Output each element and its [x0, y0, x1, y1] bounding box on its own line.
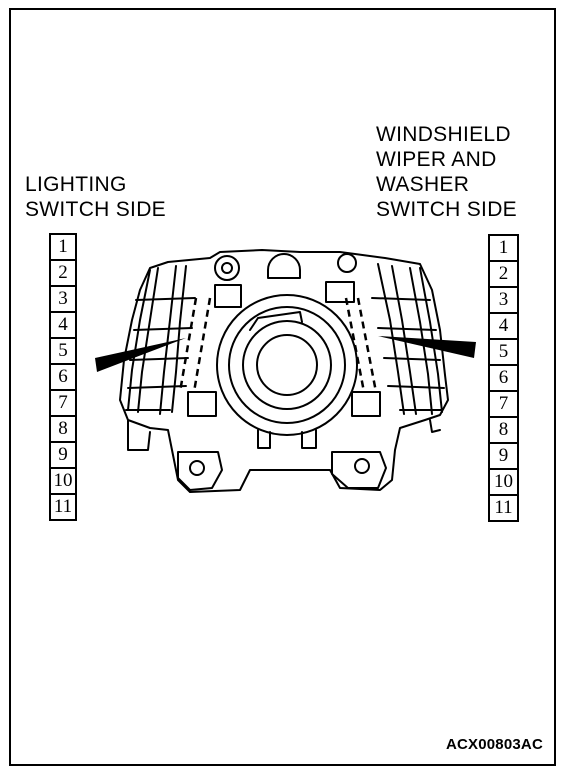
pin-number: 7: [51, 391, 75, 417]
label-line: WINDSHIELD: [376, 123, 511, 146]
pin-number: 11: [490, 496, 517, 522]
pin-number: 10: [490, 470, 517, 496]
lighting-switch-side-label: LIGHTING SWITCH SIDE: [25, 172, 166, 222]
pin-number: 2: [490, 262, 517, 288]
clock-spring-bottom-tabs: [257, 429, 317, 449]
label-line: SWITCH SIDE: [25, 198, 166, 221]
top-right-boss: [337, 253, 357, 273]
left-lever-frame: [127, 265, 187, 415]
bottom-right-screw: [354, 458, 370, 474]
right-connector-bottom-block: [351, 391, 381, 417]
left-terminal-row-b: [192, 297, 212, 393]
bottom-left-screw: [189, 460, 205, 476]
switch-housing-outline: [119, 249, 449, 493]
right-lever-ribs: [371, 297, 445, 411]
right-terminal-row-b: [356, 297, 378, 393]
pin-number: 8: [490, 418, 517, 444]
pin-number: 4: [51, 313, 75, 339]
clock-spring-outer-ring: [216, 294, 358, 436]
label-line: WASHER: [376, 173, 470, 196]
right-pointer-arrow: [378, 336, 476, 358]
figure-code: ACX00803AC: [445, 736, 543, 753]
pin-number: 1: [51, 235, 75, 261]
clock-spring-inner-ring: [242, 320, 332, 410]
pin-number: 9: [490, 444, 517, 470]
pin-number: 2: [51, 261, 75, 287]
figure-frame: [9, 8, 556, 766]
left-connector-top-block: [214, 284, 242, 308]
bottom-left-bracket: [177, 451, 223, 491]
clock-spring-middle-ring: [228, 306, 346, 424]
right-lever-frame: [377, 263, 443, 415]
pin-number: 3: [490, 288, 517, 314]
pin-number: 3: [51, 287, 75, 313]
clock-spring-tab: [249, 311, 303, 331]
pin-number: 9: [51, 443, 75, 469]
bottom-right-bracket: [331, 451, 387, 489]
right-connector-top-block: [325, 281, 355, 303]
label-line: LIGHTING: [25, 173, 127, 196]
pin-number: 10: [51, 469, 75, 495]
pin-number: 8: [51, 417, 75, 443]
label-line: WIPER AND: [376, 148, 497, 171]
pin-number: 11: [51, 495, 75, 521]
right-side-tab: [429, 419, 441, 433]
wiper-connector-pin-list: 1 2 3 4 5 6 7 8 9 10 11: [488, 234, 519, 522]
pin-number: 4: [490, 314, 517, 340]
steering-shaft-hole: [256, 334, 318, 396]
top-left-boss: [214, 255, 240, 281]
left-lever-ribs: [125, 297, 196, 411]
left-pointer-arrow: [95, 338, 186, 372]
lighting-connector-pin-list: 1 2 3 4 5 6 7 8 9 10 11: [49, 233, 77, 521]
right-terminal-row-a: [344, 297, 366, 393]
pin-number: 5: [51, 339, 75, 365]
left-side-tab: [127, 419, 151, 451]
top-center-boss: [267, 253, 301, 279]
wiper-washer-switch-side-label: WINDSHIELD WIPER AND WASHER SWITCH SIDE: [376, 122, 517, 222]
label-line: SWITCH SIDE: [376, 198, 517, 221]
pin-number: 6: [51, 365, 75, 391]
pin-number: 6: [490, 366, 517, 392]
left-connector-bottom-block: [187, 391, 217, 417]
pin-number: 1: [490, 236, 517, 262]
pin-number: 5: [490, 340, 517, 366]
left-terminal-row-a: [178, 297, 198, 393]
pin-number: 7: [490, 392, 517, 418]
top-left-boss-hole: [221, 262, 233, 274]
